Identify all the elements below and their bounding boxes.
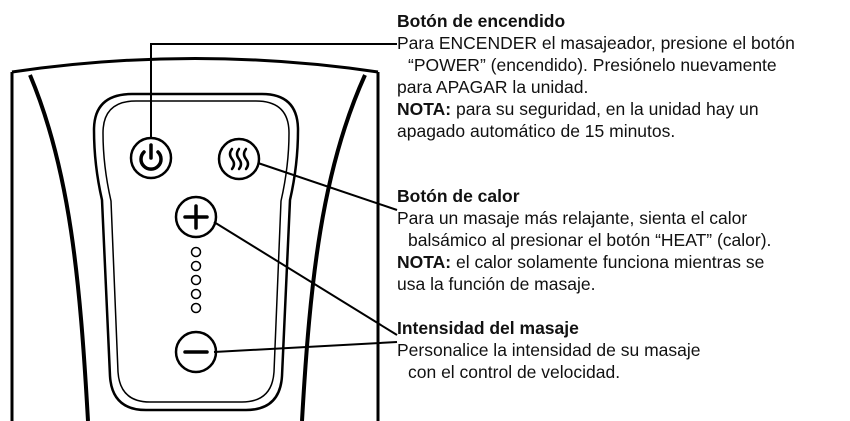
heat-note-line-2: usa la función de masaje.: [397, 274, 596, 294]
heat-note-label: NOTA:: [397, 252, 452, 272]
callout-intensity: Intensidad del masaje Personalice la int…: [397, 317, 847, 383]
heat-note-text: el calor solamente funciona mientras se: [451, 252, 765, 272]
power-icon: [139, 143, 163, 171]
leader-intensity-minus: [213, 341, 398, 353]
heat-button[interactable]: [217, 137, 261, 181]
leader-intensity-plus: [213, 221, 398, 336]
minus-button[interactable]: [174, 330, 218, 374]
heat-icon: [228, 147, 250, 171]
speed-indicator-dot: [190, 302, 202, 314]
speed-indicator-dot: [190, 274, 202, 286]
body-right-contour: [300, 74, 367, 421]
speed-indicator-dot: [190, 246, 202, 258]
power-heading: Botón de encendido: [397, 11, 566, 31]
body-left-contour: [28, 74, 90, 421]
speed-indicator-dot: [190, 288, 202, 300]
callout-heat: Botón de calor Para un masaje más relaja…: [397, 185, 847, 295]
intensity-text-line-2: con el control de velocidad.: [408, 362, 621, 382]
intensity-heading: Intensidad del masaje: [397, 318, 579, 338]
speed-indicator: [190, 246, 202, 314]
power-button[interactable]: [129, 136, 173, 180]
power-text-line-2: “POWER” (encendido). Presiónelo nuevamen…: [408, 55, 777, 75]
plus-button[interactable]: [174, 195, 218, 239]
power-text-line-1: Para ENCENDER el masajeador, presione el…: [397, 33, 795, 53]
power-text-line-3: para APAGAR la unidad.: [397, 77, 589, 97]
speed-indicator-dot: [190, 260, 202, 272]
power-note-line-1: NOTA: para su seguridad, en la unidad ha…: [397, 98, 847, 120]
heat-text-line-1: Para un masaje más relajante, sienta el …: [397, 208, 748, 228]
leader-heat: [257, 162, 398, 211]
power-note-line-2: apagado automático de 15 minutos.: [397, 121, 676, 141]
panel-inner: [102, 100, 290, 403]
intensity-text-line-1: Personalice la intensidad de su masaje: [397, 340, 701, 360]
callout-power: Botón de encendido Para ENCENDER el masa…: [397, 10, 847, 142]
heat-heading: Botón de calor: [397, 186, 520, 206]
power-note-label: NOTA:: [397, 99, 452, 119]
body-top-curve: [11, 57, 379, 74]
massager-body: [10, 57, 380, 421]
heat-note-line-1: NOTA: el calor solamente funciona mientr…: [397, 251, 847, 273]
power-note-text: para su seguridad, en la unidad hay un: [451, 99, 759, 119]
heat-text-line-2: balsámico al presionar el botón “HEAT” (…: [408, 230, 772, 250]
leader-lines: [150, 43, 398, 353]
leader-power: [150, 43, 397, 138]
plus-icon: [183, 204, 209, 230]
